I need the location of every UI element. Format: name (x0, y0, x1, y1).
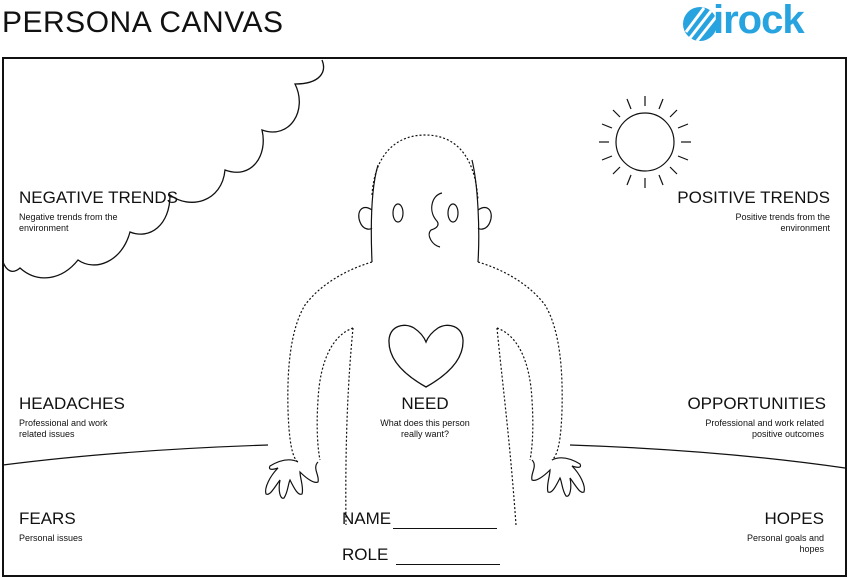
cloud-icon (2, 59, 325, 279)
persona-canvas (2, 57, 847, 577)
opportunities-desc: Professional and work related positive o… (705, 418, 824, 439)
fears-heading: FEARS (19, 509, 76, 528)
logo-text: irock (713, 0, 805, 42)
logo-icon (683, 7, 718, 42)
person-figure (265, 134, 585, 526)
opportunities-heading: OPPORTUNITIES (687, 394, 826, 413)
hopes-heading: HOPES (764, 509, 824, 528)
hopes-desc: Personal goals and hopes (746, 533, 824, 554)
role-label: ROLE (342, 545, 389, 564)
name-field[interactable]: NAME (342, 509, 498, 529)
need-heading: NEED (401, 394, 449, 413)
headaches-heading: HEADACHES (19, 394, 125, 413)
ground-line-right (569, 444, 846, 469)
role-line[interactable] (396, 550, 501, 565)
name-line[interactable] (393, 514, 498, 529)
role-field[interactable]: ROLE (342, 545, 501, 565)
positive-trends-heading: POSITIVE TRENDS (677, 188, 830, 207)
heart-icon (388, 324, 464, 388)
need-desc: What does this person really want? (380, 418, 470, 439)
positive-trends-desc: Positive trends from the environment (735, 212, 830, 233)
negative-trends-heading: NEGATIVE TRENDS (19, 188, 179, 207)
headaches-desc: Professional and work related issues (19, 418, 108, 439)
ground-line-left (2, 444, 269, 466)
sun-icon (599, 96, 691, 188)
fears-desc: Personal issues (19, 533, 83, 543)
negative-trends-desc: Negative trends from the environment (19, 212, 118, 233)
page-title: PERSONA CANVAS (2, 6, 284, 39)
name-label: NAME (342, 509, 392, 528)
